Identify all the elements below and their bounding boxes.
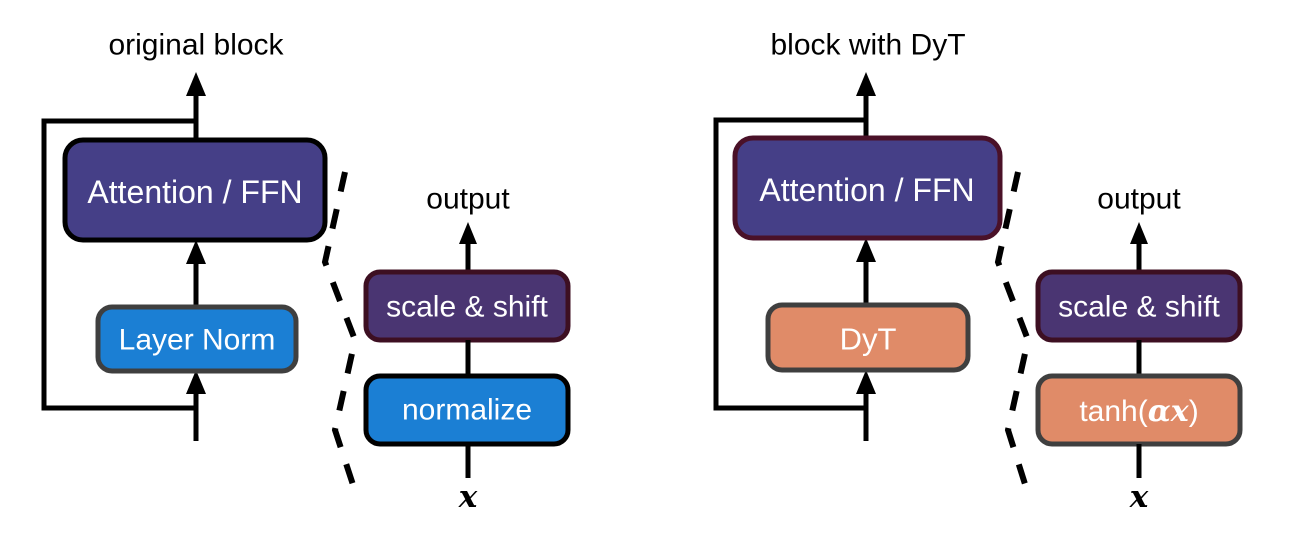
- left-attention-ffn-label: Attention / FFN: [87, 174, 302, 210]
- left-panel-title: original block: [108, 29, 284, 62]
- right-detail-output-arrowhead: [1130, 222, 1148, 244]
- right-detail-input-label: x: [1129, 479, 1149, 515]
- left-detail-normalize-block[interactable]: normalize: [363, 373, 571, 447]
- left-block-output-arrowhead: [186, 72, 206, 96]
- right-detail-output-label: output: [1097, 183, 1181, 216]
- left-layer-norm-box[interactable]: [95, 304, 299, 374]
- left-panel-group: original block Attention / FFN Layer Nor…: [41, 29, 571, 515]
- right-dyt-to-attention-arrowhead: [856, 238, 876, 262]
- left-detail-scale-shift-label: scale & shift: [386, 291, 548, 324]
- right-detail-scale-shift-block[interactable]: scale & shift: [1035, 269, 1243, 343]
- left-layernorm-to-attention-arrowhead: [186, 240, 206, 264]
- tanh-suffix: ): [1189, 395, 1199, 428]
- left-attention-ffn-block[interactable]: Attention / FFN: [62, 137, 328, 243]
- left-zoom-dashed-connector: [321, 171, 361, 501]
- tanh-alpha-symbol: α: [1148, 394, 1171, 429]
- left-detail-input-label: x: [458, 479, 478, 515]
- right-attention-ffn-box[interactable]: [732, 135, 1003, 241]
- right-dyt-block[interactable]: DyT: [765, 302, 971, 373]
- left-detail-normalize-label: normalize: [402, 394, 532, 427]
- right-detail-scale-shift-label: scale & shift: [1058, 291, 1220, 324]
- right-block-input-arrowhead: [856, 370, 876, 394]
- left-detail-group: output scale & shift normalize x: [363, 183, 571, 515]
- right-residual-connection: [713, 117, 866, 411]
- right-attention-ffn-label: Attention / FFN: [759, 172, 974, 208]
- left-layer-norm-label: Layer Norm: [119, 324, 276, 357]
- left-detail-scale-shift-block[interactable]: scale & shift: [363, 269, 571, 343]
- left-layer-norm-block[interactable]: Layer Norm: [95, 304, 299, 374]
- right-block-output-arrowhead: [856, 72, 876, 96]
- left-attention-ffn-box[interactable]: [62, 137, 328, 243]
- right-zoom-dashed-connector: [994, 171, 1033, 501]
- right-dyt-box[interactable]: [765, 302, 971, 373]
- right-detail-tanh-label: tanh(αx): [1079, 394, 1198, 429]
- right-panel-group: block with DyT Attention / FFN DyT outpu…: [713, 29, 1243, 515]
- right-attention-ffn-block[interactable]: Attention / FFN: [732, 135, 1003, 241]
- left-residual-connection: [41, 118, 196, 411]
- tanh-x-symbol: x: [1170, 394, 1190, 429]
- left-detail-output-label: output: [426, 183, 510, 216]
- left-block-input-arrowhead: [186, 370, 206, 394]
- right-detail-group: output scale & shift tanh(αx) x: [1035, 183, 1243, 515]
- right-detail-tanh-block[interactable]: tanh(αx): [1035, 373, 1243, 447]
- left-detail-output-arrowhead: [459, 222, 477, 244]
- right-dyt-label: DyT: [840, 322, 897, 357]
- tanh-prefix: tanh(: [1079, 395, 1147, 428]
- right-panel-title: block with DyT: [770, 29, 965, 62]
